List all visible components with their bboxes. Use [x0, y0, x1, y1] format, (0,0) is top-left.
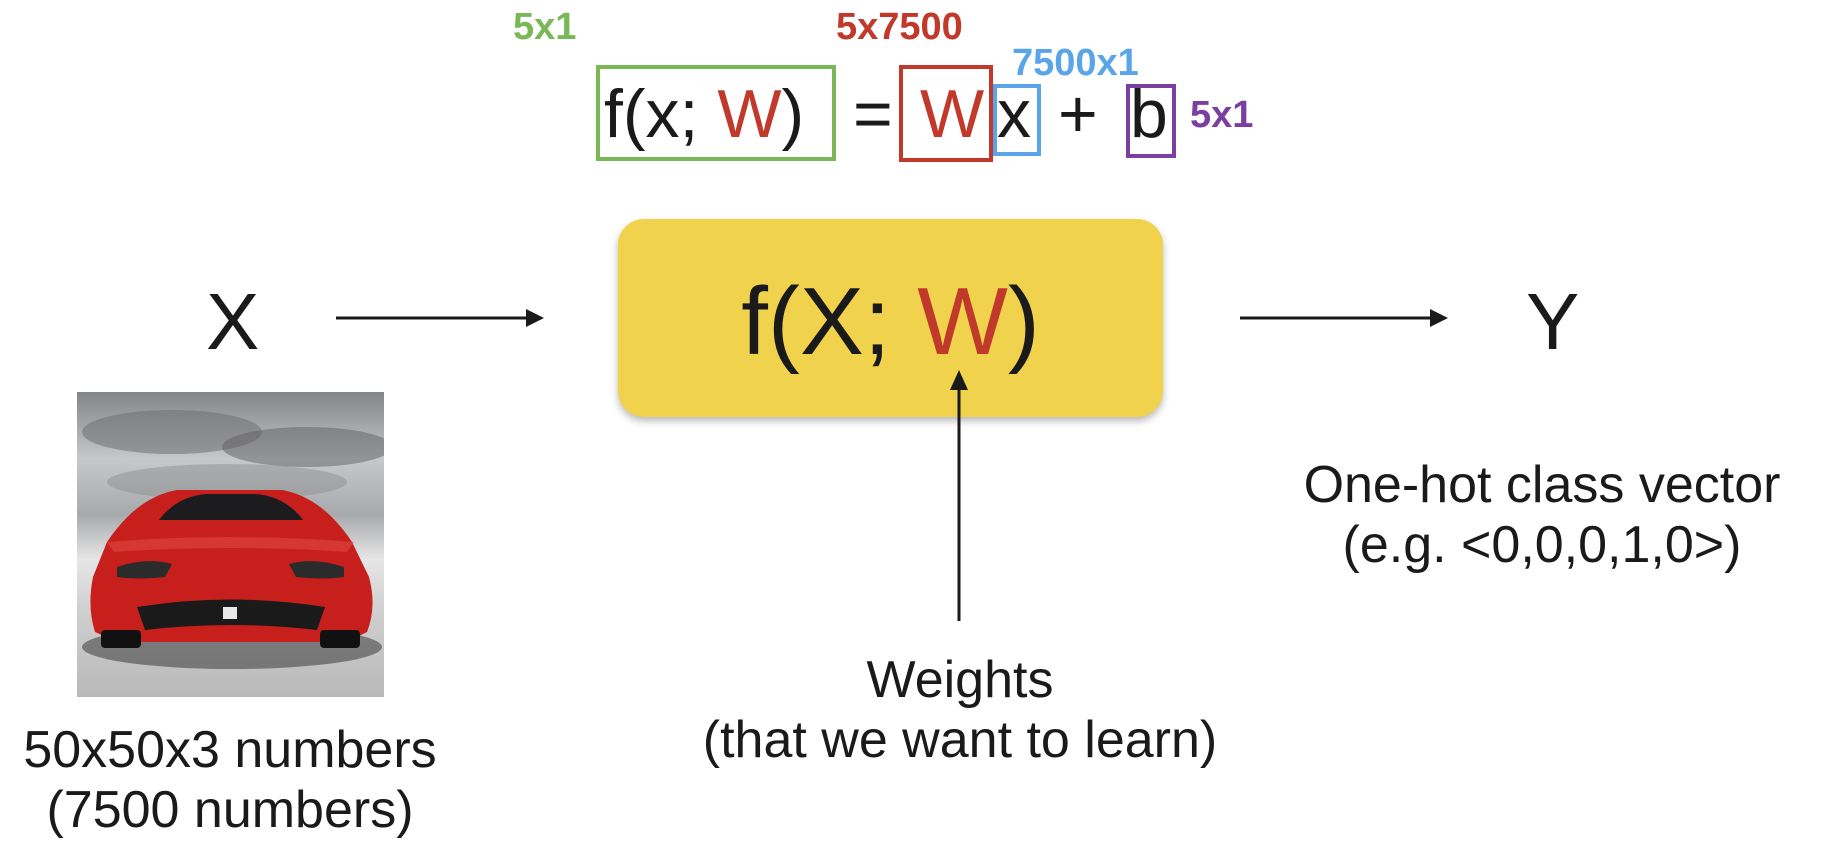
input-symbol: X [206, 277, 260, 366]
weights-caption-line1: Weights [866, 651, 1054, 709]
output-caption: One-hot class vector (e.g. <0,0,0,1,0>) [1262, 455, 1822, 576]
equation-lhs-close: ) [781, 76, 805, 152]
function-w: W [917, 268, 1008, 375]
input-caption-line1: 50x50x3 numbers [23, 721, 437, 779]
output-arrow [1240, 309, 1448, 327]
function-label: f(X; W) [618, 274, 1163, 370]
function-prefix: f(X; [741, 268, 918, 375]
input-arrow [336, 309, 544, 327]
output-dim-label: 5x1 [513, 6, 577, 48]
weights-highlight-box [899, 65, 993, 162]
equation-lhs-w: W [717, 76, 782, 152]
equation-x: x [997, 76, 1031, 152]
weights-caption-line2: (that we want to learn) [702, 711, 1218, 770]
weights-caption: Weights (that we want to learn) [600, 650, 1320, 771]
input-highlight-box [993, 84, 1041, 156]
weights-dim-label: 5x7500 [836, 6, 963, 48]
output-symbol: Y [1526, 277, 1580, 366]
output-highlight-box [596, 65, 836, 161]
equation-equals: = [853, 76, 893, 152]
equation-w: W [920, 76, 985, 152]
equation-lhs: f(x; W) [604, 80, 804, 148]
input-caption-line2: (7500 numbers) [46, 781, 414, 840]
equation-plus: + [1058, 76, 1098, 152]
equation-b: b [1130, 76, 1168, 152]
function-suffix: ) [1007, 268, 1040, 375]
weights-arrow [950, 370, 968, 621]
car-image [77, 392, 384, 697]
input-caption: 50x50x3 numbers (7500 numbers) [0, 720, 460, 841]
output-caption-line2: (e.g. <0,0,0,1,0>) [1342, 516, 1742, 575]
function-box [618, 219, 1163, 417]
input-dim-label: 7500x1 [1012, 42, 1139, 84]
bias-highlight-box [1126, 84, 1176, 158]
equation-lhs-fn: f(x; [604, 76, 718, 152]
bias-dim-label: 5x1 [1190, 94, 1254, 136]
output-caption-line1: One-hot class vector [1303, 456, 1781, 514]
